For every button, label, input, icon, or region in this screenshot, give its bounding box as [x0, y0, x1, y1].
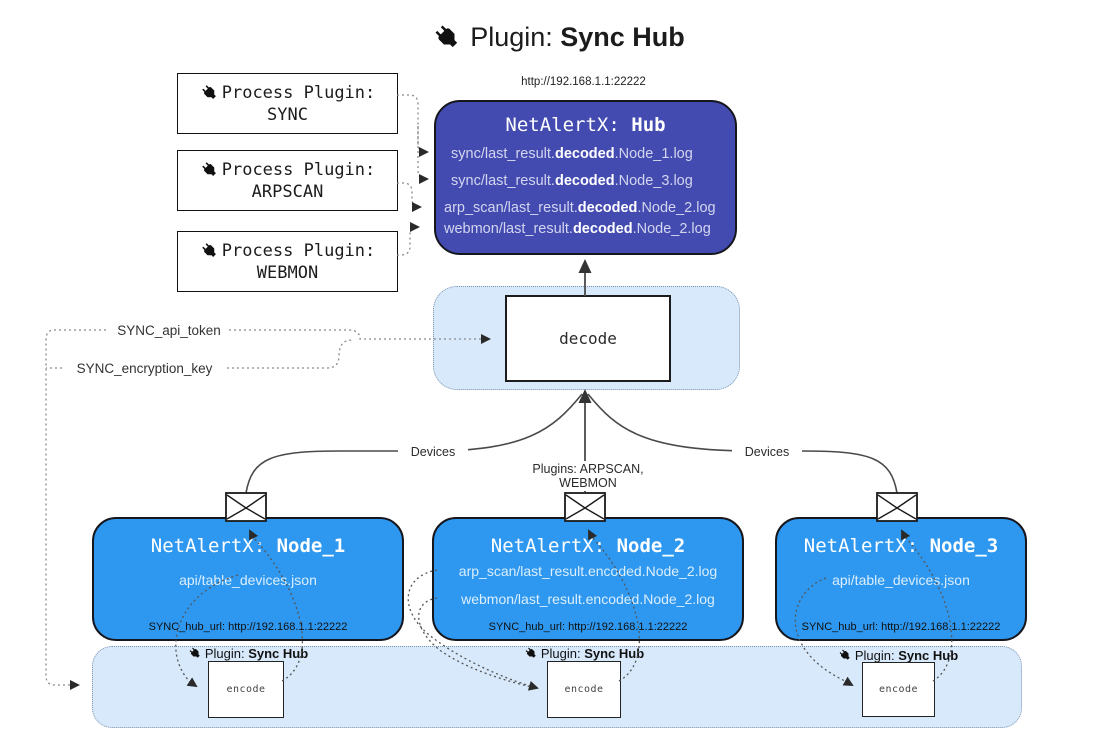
config-sync-encryption-key: SYNC_encryption_key — [64, 360, 225, 377]
encode-box-node3: encode — [862, 662, 935, 717]
edge-label-plugins: Plugins: ARPSCAN, WEBMON — [500, 461, 676, 491]
edge-label-devices-left: Devices — [398, 444, 468, 460]
node2-title: NetAlertX: Node_2 — [490, 535, 686, 557]
node1-box: NetAlertX: Node_1 api/table_devices.json… — [92, 517, 404, 641]
plug-icon — [524, 646, 538, 660]
encode-box-node2: encode — [547, 661, 621, 718]
edge-encryption-key-join — [222, 339, 353, 369]
hub-log-line: sync/last_result.decoded.Node_3.log — [451, 173, 693, 189]
process-plugin-label: Process Plugin: — [221, 240, 376, 261]
plug-icon — [838, 648, 852, 662]
encode-box-node1: encode — [208, 661, 284, 718]
edge-sync-to-log1 — [397, 94, 429, 157]
node2-hub-url: SYNC_hub_url: http://192.168.1.1:22222 — [488, 621, 688, 633]
process-plugin-name: SYNC — [267, 104, 308, 125]
config-sync-api-token: SYNC_api_token — [110, 322, 228, 339]
process-plugin-box-sync: Process Plugin: SYNC — [177, 73, 398, 134]
node1-hub-url: SYNC_hub_url: http://192.168.1.1:22222 — [148, 621, 348, 633]
plug-icon — [200, 84, 218, 101]
hub-app-name: NetAlertX: — [505, 114, 620, 136]
node1-title: NetAlertX: Node_1 — [150, 535, 346, 557]
decode-box: decode — [505, 295, 671, 382]
node3-box: NetAlertX: Node_3 api/table_devices.json… — [775, 517, 1027, 641]
node2-file: webmon/last_result.encoded.Node_2.log — [461, 591, 715, 607]
hub-name: Hub — [631, 114, 666, 136]
node3-file: api/table_devices.json — [832, 572, 970, 588]
hub-log-line: arp_scan/last_result.decoded.Node_2.log — [444, 200, 716, 216]
process-plugin-label: Process Plugin: — [221, 159, 376, 180]
hub-log-line: sync/last_result.decoded.Node_1.log — [451, 146, 693, 162]
band-plugin-label: Plugin: Sync Hub — [519, 645, 649, 661]
hub-log-line: webmon/last_result.decoded.Node_2.log — [444, 221, 711, 237]
page-title-text: Plugin: Sync Hub — [470, 22, 685, 53]
node3-hub-url: SYNC_hub_url: http://192.168.1.1:22222 — [801, 621, 1001, 633]
node1-file: api/table_devices.json — [179, 572, 317, 588]
plug-icon — [433, 23, 461, 51]
hub-title: NetAlertX: Hub — [436, 114, 735, 136]
page-title: Plugin: Sync Hub — [0, 16, 1117, 58]
process-plugin-name: WEBMON — [256, 262, 319, 283]
edge-arpscan-to-log3 — [397, 182, 422, 212]
process-plugin-label: Process Plugin: — [221, 82, 376, 103]
band-plugin-label: Plugin: Sync Hub — [183, 645, 313, 661]
process-plugin-name: ARPSCAN — [251, 181, 324, 202]
edge-label-devices-right: Devices — [732, 444, 802, 460]
band-plugin-label: Plugin: Sync Hub — [833, 647, 963, 663]
hub-box: NetAlertX: Hub sync/last_result.decoded.… — [434, 100, 737, 255]
title-name: Sync Hub — [560, 21, 685, 52]
node2-file: arp_scan/last_result.encoded.Node_2.log — [458, 563, 718, 579]
plug-icon — [200, 242, 218, 259]
plug-icon — [188, 646, 202, 660]
plug-icon — [200, 161, 218, 178]
node2-box: NetAlertX: Node_2 arp_scan/last_result.e… — [432, 517, 744, 641]
hub-url-label: http://192.168.1.1:22222 — [521, 76, 646, 88]
process-plugin-box-arpscan: Process Plugin: ARPSCAN — [177, 150, 398, 211]
process-plugin-box-webmon: Process Plugin: WEBMON — [177, 231, 398, 292]
edge-sync-to-log2 — [417, 126, 429, 184]
node3-title: NetAlertX: Node_3 — [803, 535, 999, 557]
title-prefix: Plugin: — [470, 21, 553, 52]
edge-webmon-to-log4 — [397, 222, 420, 256]
